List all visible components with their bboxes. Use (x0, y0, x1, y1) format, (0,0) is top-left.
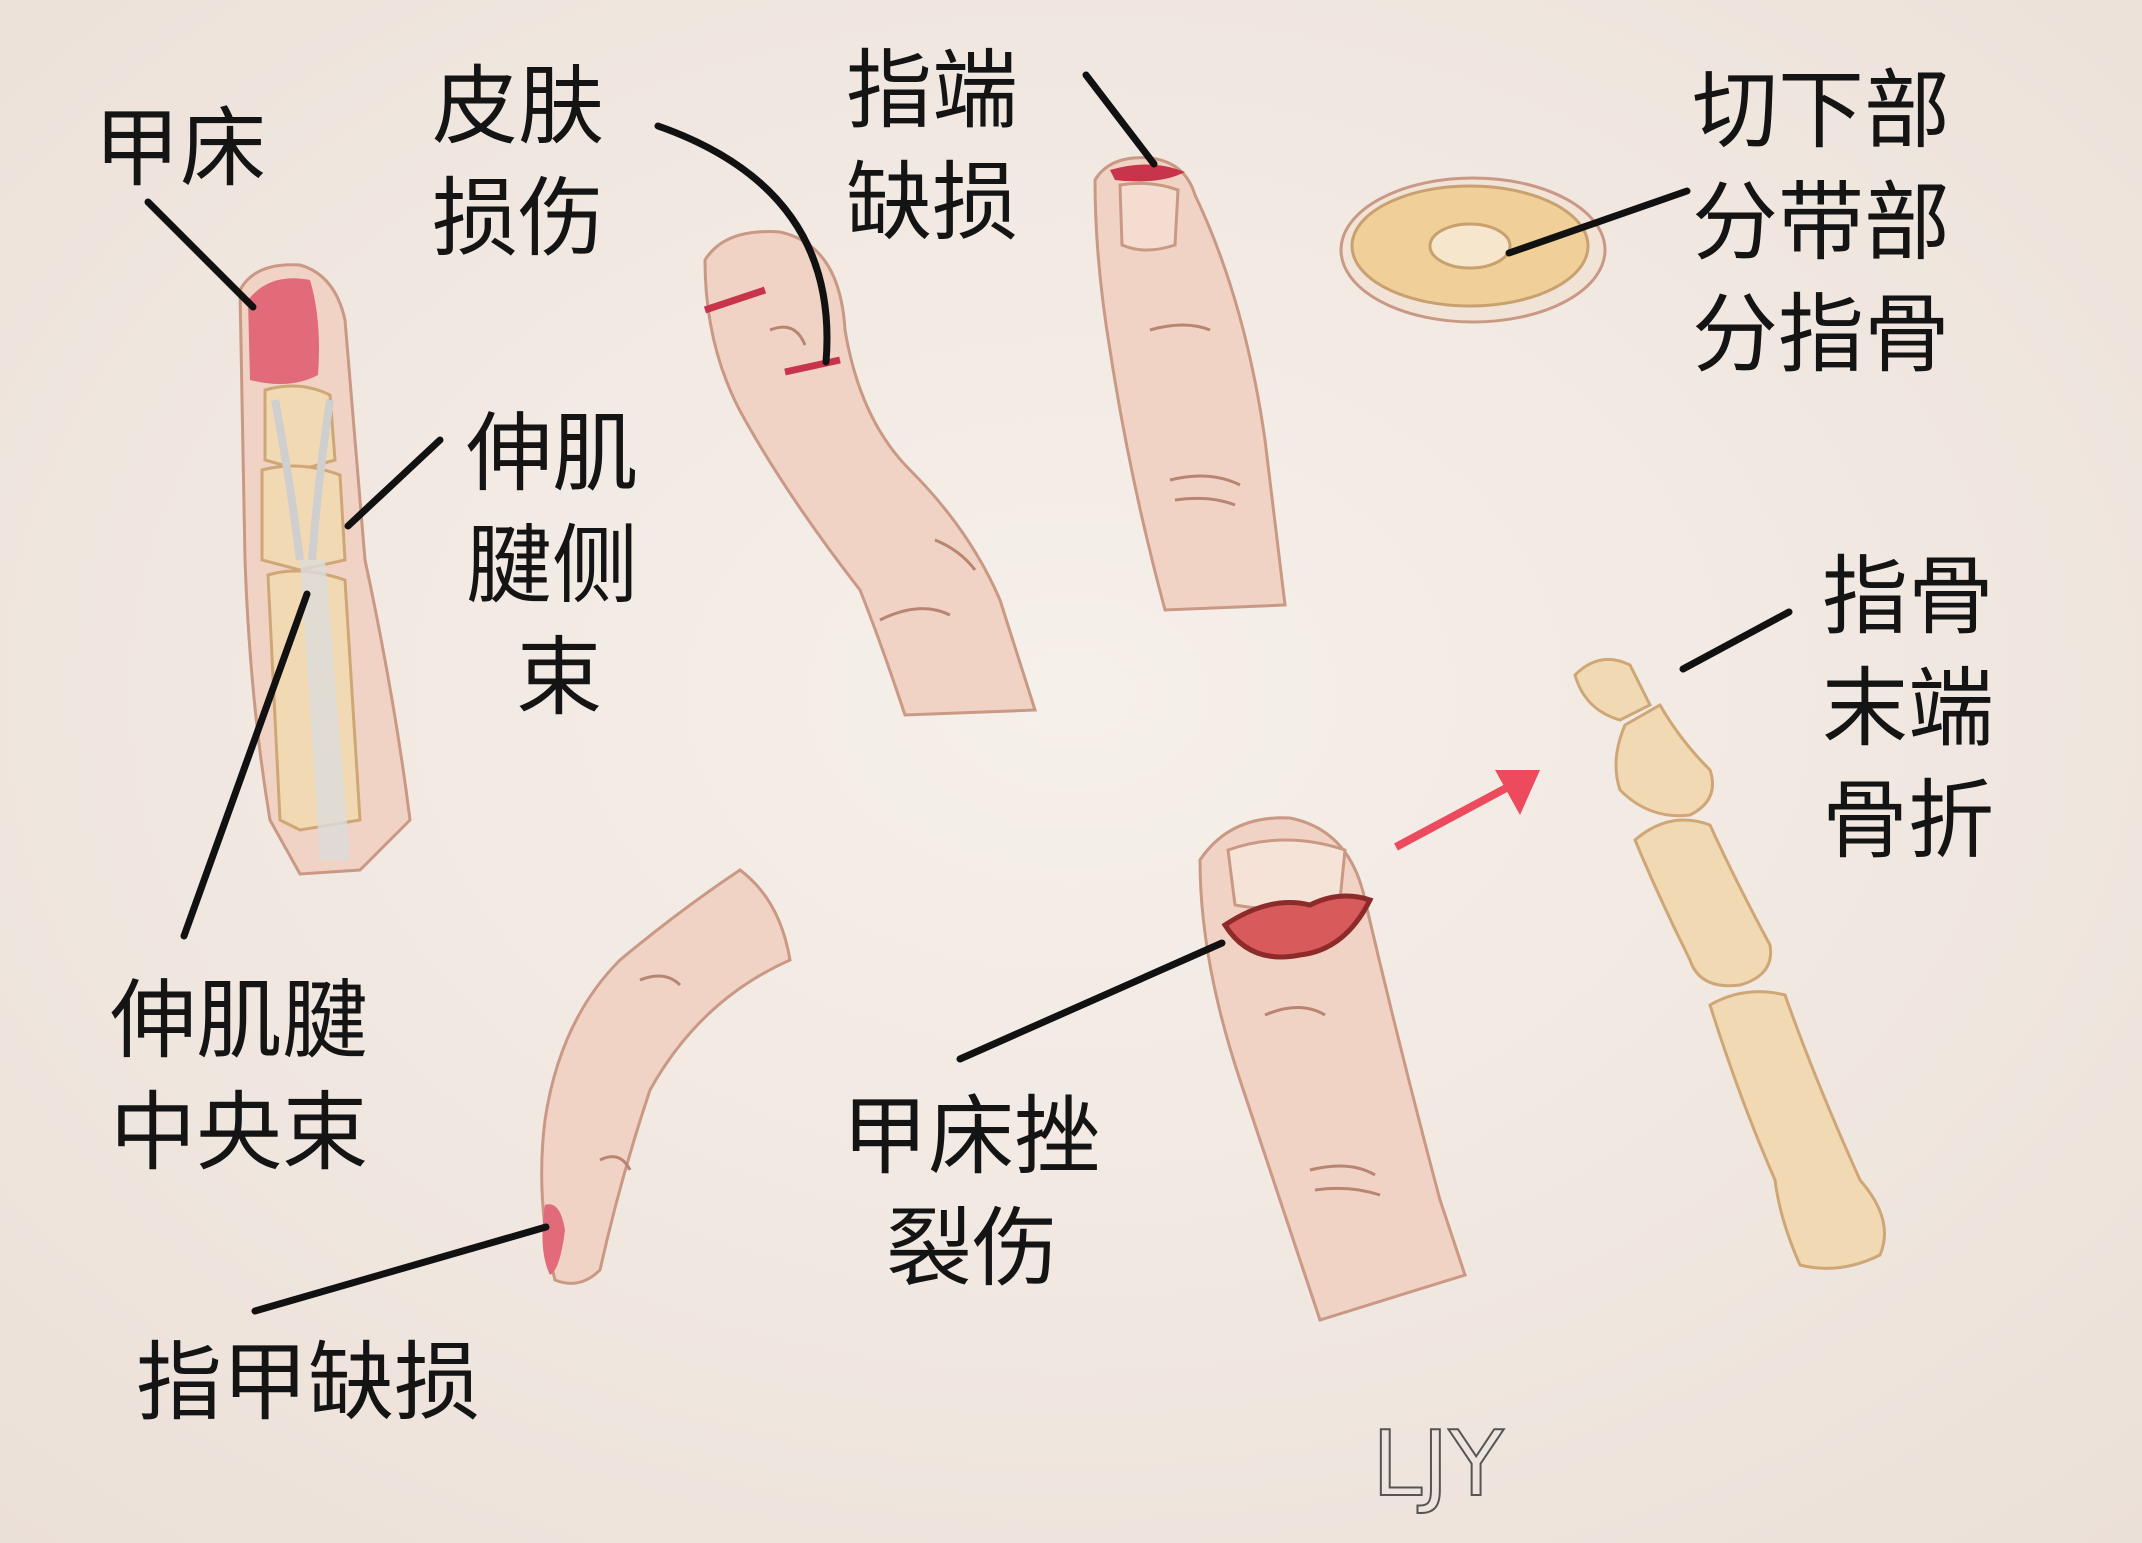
label-fingertip-defect-2: 缺损 (846, 153, 1018, 253)
amputated-part-disc (1339, 176, 1607, 324)
pointer-nail-bed-laceration (956, 939, 1226, 1063)
phalanx-bones (1573, 657, 1886, 1270)
label-phalanx-fracture-3: 骨折 (1822, 771, 1994, 871)
label-central-slip-1: 伸肌腱 (110, 971, 368, 1071)
label-lateral-band-3: 束 (516, 628, 602, 728)
pointer-central-slip (180, 590, 311, 940)
nail-bed-red (248, 278, 319, 384)
artist-signature: LJY (1372, 1412, 1505, 1517)
label-lateral-band-2: 腱侧 (466, 516, 638, 616)
label-nail-bed-laceration-2: 裂伤 (886, 1199, 1058, 1299)
label-central-slip-2: 中央束 (110, 1083, 368, 1183)
label-skin-injury-1: 皮肤 (432, 57, 604, 157)
finger-nail-bed-laceration (1198, 816, 1467, 1322)
finger-skin-injury (703, 230, 1038, 717)
pointer-fingertip-defect (1082, 71, 1158, 168)
label-fingertip-defect-1: 指端 (846, 41, 1018, 141)
label-nail-defect: 指甲缺损 (136, 1333, 480, 1433)
label-nail-bed-laceration-1: 甲床挫 (842, 1087, 1100, 1187)
label-skin-injury-2: 损伤 (432, 169, 604, 269)
pointer-nail-defect (251, 1223, 550, 1315)
label-phalanx-fracture-1: 指骨 (1822, 547, 1994, 647)
label-amputated-part-3: 分指骨 (1692, 285, 1950, 385)
pointer-phalanx-fracture (1679, 608, 1793, 673)
label-phalanx-fracture-2: 末端 (1822, 659, 1994, 759)
pointer-lateral-band (344, 436, 444, 530)
pointer-amputated-part (1505, 187, 1691, 257)
pointer-skin-injury (654, 122, 831, 366)
label-amputated-part-2: 分带部 (1692, 173, 1950, 273)
label-amputated-part-1: 切下部 (1692, 61, 1950, 161)
red-arrow-icon (1394, 770, 1540, 851)
finger-tip-defect (1093, 156, 1287, 612)
defect-red (1110, 164, 1185, 182)
label-nail-bed: 甲床 (94, 99, 266, 199)
pointer-nail-bed (144, 198, 257, 311)
label-lateral-band-1: 伸肌 (466, 404, 638, 504)
finger-nail-defect (540, 868, 792, 1285)
laceration-red (1221, 893, 1374, 960)
